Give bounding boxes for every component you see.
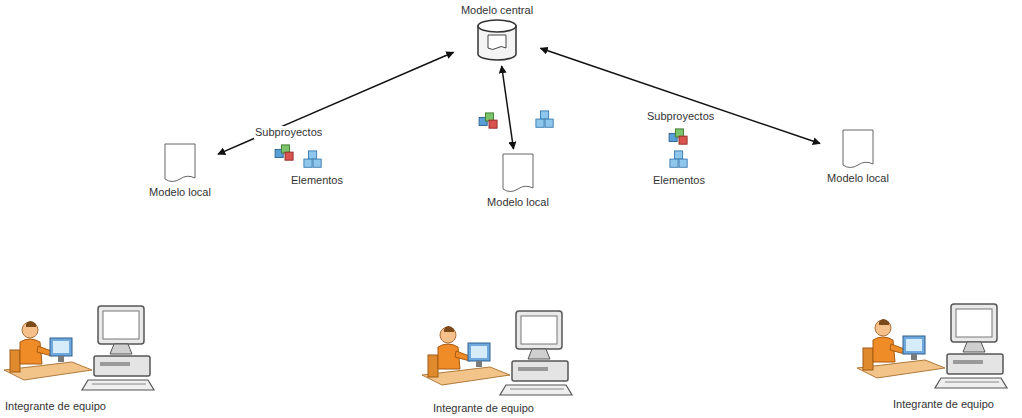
node-label: Modelo local — [483, 196, 553, 209]
flow-label: Subproyectos — [254, 126, 323, 139]
subproject-icon — [669, 129, 687, 144]
document-model: Modelo local — [145, 142, 215, 199]
sync-arrow — [218, 52, 454, 154]
element-icon — [670, 151, 687, 167]
flow-label: Elementos — [652, 174, 706, 187]
node-label: Modelo central — [457, 4, 538, 17]
node-label: Modelo local — [145, 186, 215, 199]
document-icon — [838, 128, 878, 172]
database-icon — [475, 17, 519, 63]
team-member-figure — [422, 311, 572, 395]
subproject-icon — [479, 113, 497, 128]
member-label: Integrante de equipo — [892, 398, 995, 411]
sync-arrow — [502, 66, 514, 149]
element-icon — [304, 151, 321, 167]
document-icon — [160, 142, 200, 186]
node-label: Modelo local — [823, 172, 893, 185]
member-label: Integrante de equipo — [432, 402, 535, 415]
flow-label: Elementos — [290, 174, 344, 187]
subproject-icon — [275, 145, 293, 160]
team-member-figure — [4, 306, 154, 390]
team-member-figure — [857, 304, 1007, 388]
document-icon — [498, 152, 538, 196]
member-label: Integrante de equipo — [4, 400, 107, 413]
element-icon — [536, 111, 553, 127]
database-model: Modelo central — [457, 4, 538, 63]
flow-label: Subproyectos — [646, 110, 715, 123]
sync-arrow — [541, 48, 821, 143]
document-model: Modelo local — [823, 128, 893, 185]
document-model: Modelo local — [483, 152, 553, 209]
